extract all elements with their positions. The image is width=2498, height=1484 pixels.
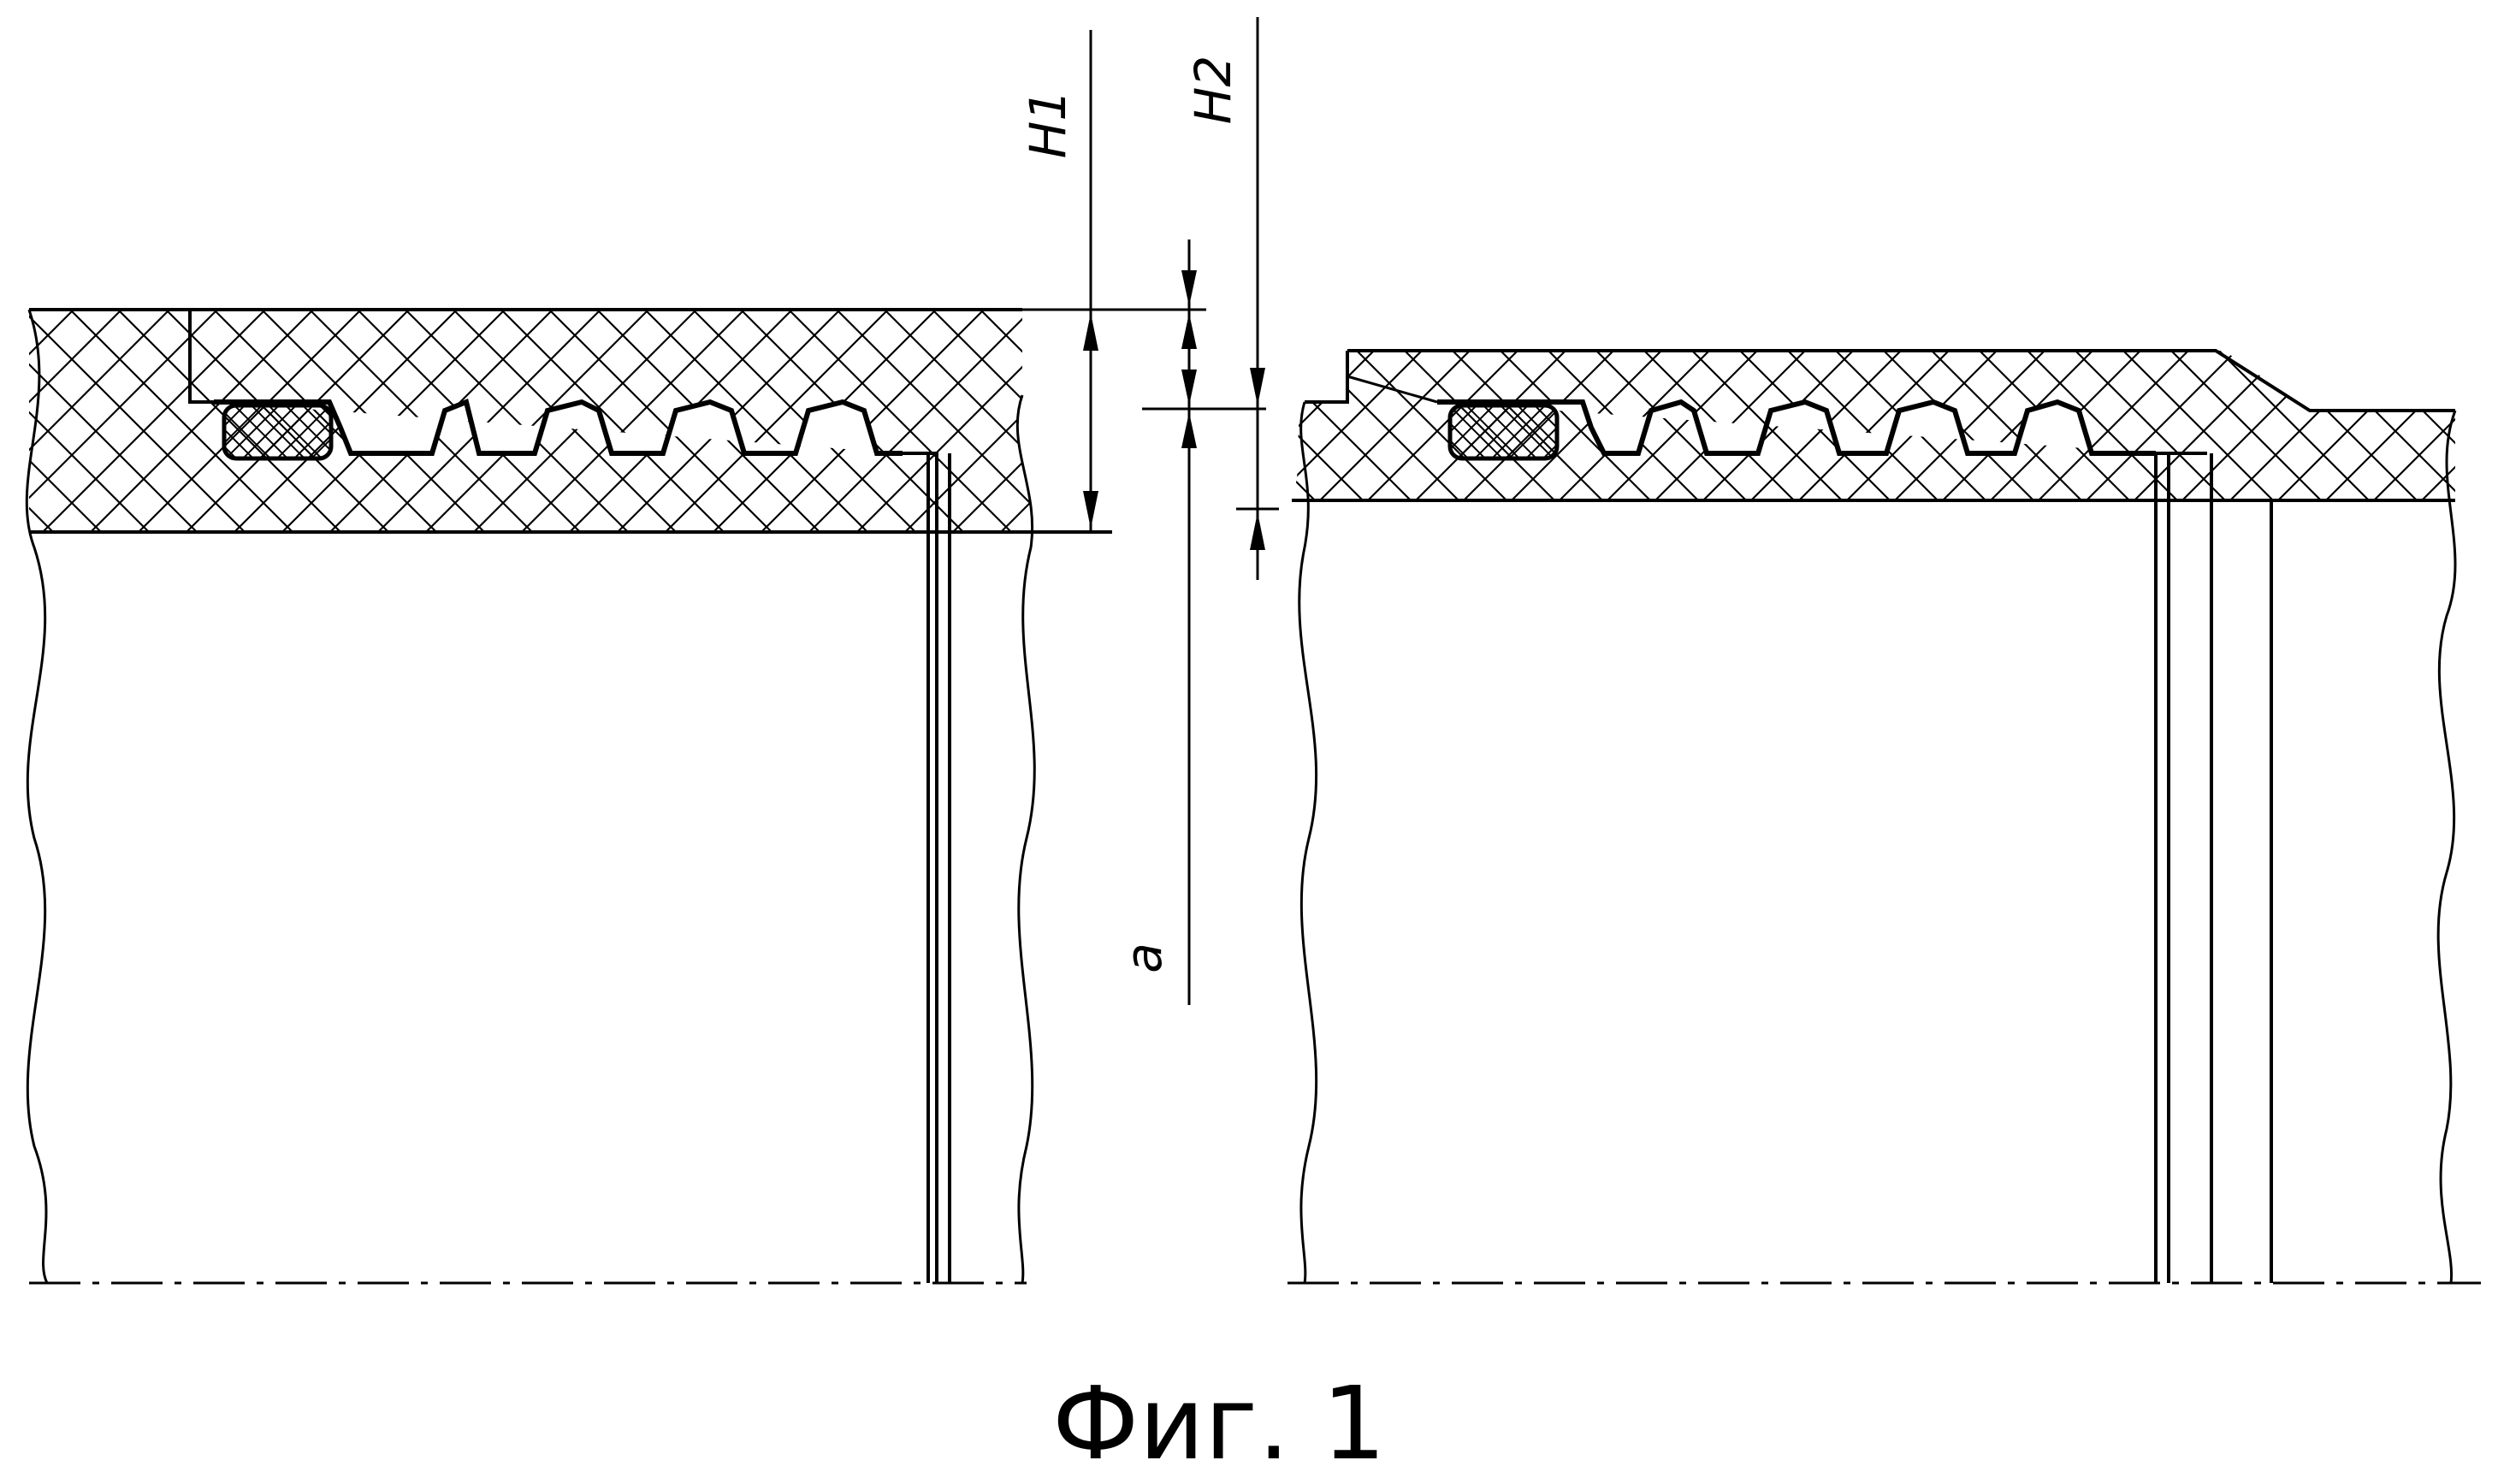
- right-pipe-outer-contour: [1292, 349, 2455, 502]
- dim-h2: [1250, 17, 1265, 580]
- right-chamfer-line: [1347, 375, 1438, 404]
- figure-caption: Фиг. 1: [1052, 1364, 1386, 1482]
- label-h2: H2: [1184, 56, 1242, 125]
- right-seal-profile: [1437, 399, 2156, 456]
- right-pipe: [1287, 349, 2481, 1285]
- left-pipe-wall-section: [29, 310, 1032, 532]
- left-pipe-outer-contour: [29, 308, 1112, 534]
- left-inner-tube: [903, 452, 951, 1283]
- right-seal-ring: [1447, 403, 1560, 461]
- left-seal-ring: [222, 403, 334, 461]
- right-pipe-wall-section: [1292, 351, 2455, 500]
- left-socket-step: [188, 310, 214, 404]
- right-inner-tube: [2154, 452, 2273, 1283]
- right-break-line-left: [1298, 401, 1318, 1284]
- dim-a: [1181, 239, 1197, 1005]
- label-a: a: [1115, 943, 1173, 973]
- dim-extension-lines: [1022, 308, 1279, 534]
- left-break-line-outer: [25, 309, 49, 1284]
- left-pipe: [25, 308, 1112, 1285]
- label-h1: H1: [1019, 90, 1077, 159]
- dimensions: H1 H2 a: [1019, 17, 1279, 1005]
- dim-h1: [1083, 30, 1098, 532]
- left-seal-profile: [214, 398, 903, 456]
- right-break-line-right: [2436, 410, 2457, 1284]
- left-break-line-inner: [1015, 394, 1036, 1284]
